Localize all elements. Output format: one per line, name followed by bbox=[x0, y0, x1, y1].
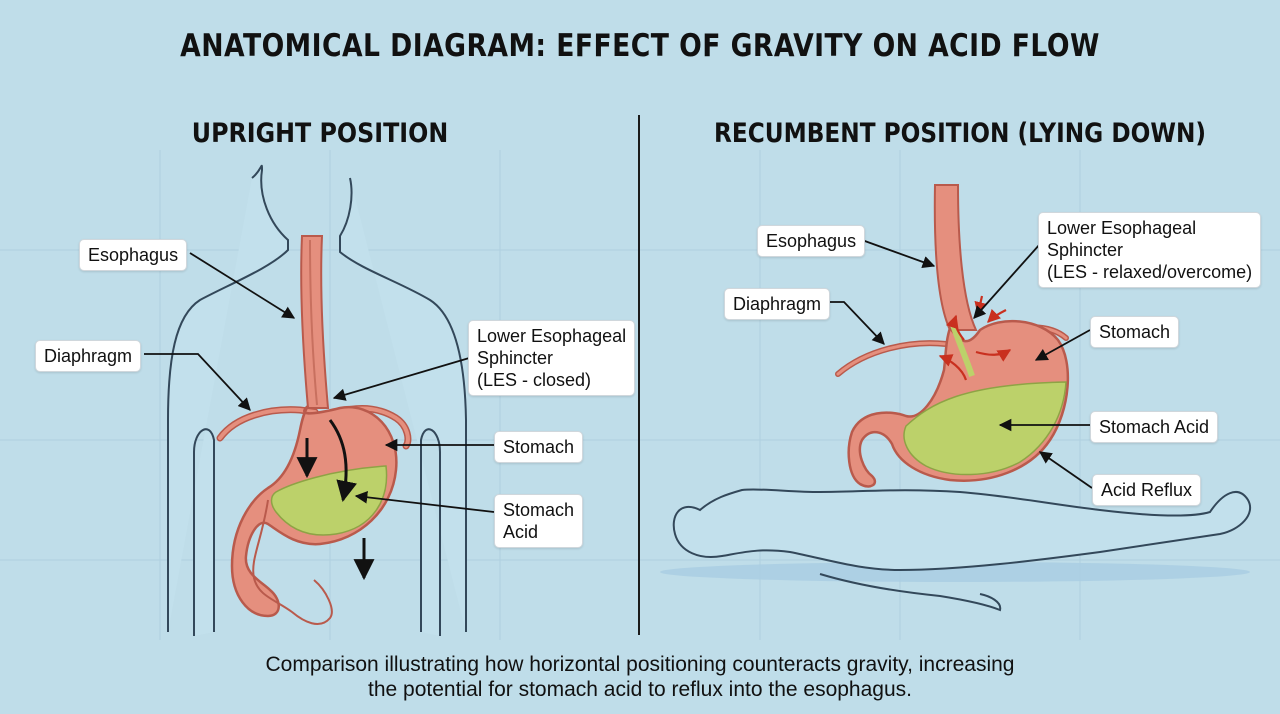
recumbent-stomach bbox=[849, 321, 1068, 486]
recumbent-les-line2: Sphincter bbox=[1047, 239, 1252, 261]
upright-label-stomach-acid: Stomach Acid bbox=[494, 494, 583, 548]
recumbent-label-diaphragm: Diaphragm bbox=[724, 288, 830, 320]
recumbent-les-line3: (LES - relaxed/overcome) bbox=[1047, 261, 1252, 283]
upright-label-diaphragm: Diaphragm bbox=[35, 340, 141, 372]
recumbent-label-stomach-acid: Stomach Acid bbox=[1090, 411, 1218, 443]
recumbent-panel-title: RECUMBENT POSITION (LYING DOWN) bbox=[702, 118, 1218, 149]
upright-label-esophagus: Esophagus bbox=[79, 239, 187, 271]
upright-acid-line2: Acid bbox=[503, 521, 574, 543]
recumbent-label-acid-reflux: Acid Reflux bbox=[1092, 474, 1201, 506]
upright-stomach bbox=[232, 406, 396, 624]
upright-acid-line1: Stomach bbox=[503, 499, 574, 521]
upright-label-stomach: Stomach bbox=[494, 431, 583, 463]
upright-les-line1: Lower Esophageal bbox=[477, 325, 626, 347]
upright-les-line3: (LES - closed) bbox=[477, 369, 626, 391]
caption: Comparison illustrating how horizontal p… bbox=[0, 652, 1280, 702]
caption-line2: the potential for stomach acid to reflux… bbox=[0, 677, 1280, 702]
caption-line1: Comparison illustrating how horizontal p… bbox=[0, 652, 1280, 677]
recumbent-label-stomach: Stomach bbox=[1090, 316, 1179, 348]
upright-label-les: Lower Esophageal Sphincter (LES - closed… bbox=[468, 320, 635, 396]
diagram-title: ANATOMICAL DIAGRAM: EFFECT OF GRAVITY ON… bbox=[90, 28, 1191, 64]
panel-divider bbox=[638, 115, 640, 635]
recumbent-body-outline bbox=[660, 489, 1250, 610]
recumbent-esophagus bbox=[935, 185, 976, 330]
upright-les-line2: Sphincter bbox=[477, 347, 626, 369]
upright-esophagus bbox=[301, 236, 328, 408]
recumbent-label-esophagus: Esophagus bbox=[757, 225, 865, 257]
recumbent-les-line1: Lower Esophageal bbox=[1047, 217, 1252, 239]
recumbent-label-les: Lower Esophageal Sphincter (LES - relaxe… bbox=[1038, 212, 1261, 288]
upright-panel-title: UPRIGHT POSITION bbox=[91, 118, 549, 149]
